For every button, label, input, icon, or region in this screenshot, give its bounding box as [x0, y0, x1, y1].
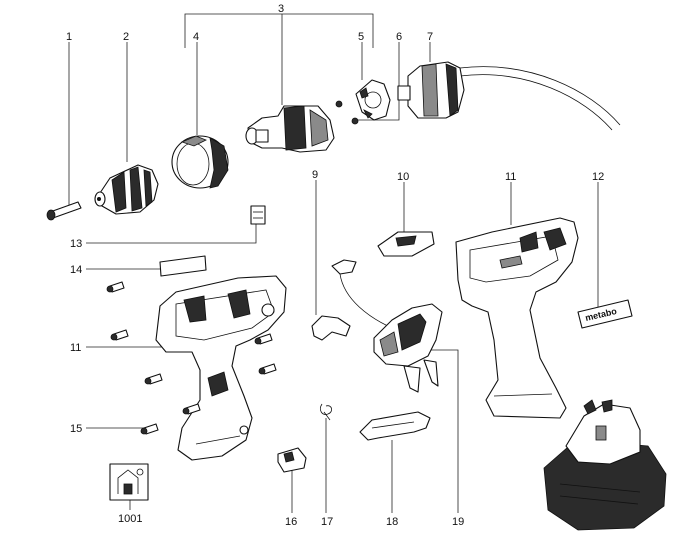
screw — [140, 423, 159, 435]
part-12-brand-label: metabo — [577, 299, 633, 329]
part-1-chuck-screw — [46, 201, 82, 221]
part-number-16: 16 — [285, 516, 297, 528]
part-number-labels: 1 2 3 4 5 6 7 9 10 11 12 13 14 11 15 100… — [66, 3, 604, 528]
part-19-switch-assembly — [373, 303, 443, 393]
part-number-11-housing-left: 11 — [70, 342, 81, 354]
part-13-contact-clip — [250, 205, 266, 225]
part-11-housing-left-half — [155, 275, 287, 461]
part-6-motor-screw — [351, 117, 359, 125]
part-14-type-label — [159, 255, 207, 277]
part-number-10: 10 — [397, 171, 409, 183]
part-number-5: 5 — [358, 31, 364, 43]
part-2-keyless-chuck — [94, 164, 159, 215]
part-number-18: 18 — [386, 516, 398, 528]
screw — [254, 333, 273, 345]
part-5-motor-plate — [355, 79, 391, 121]
part-16-battery-contact — [277, 447, 307, 473]
part-number-4: 4 — [193, 31, 199, 43]
battery-pack — [543, 399, 667, 531]
part-number-17: 17 — [321, 516, 333, 528]
screw — [182, 403, 201, 415]
screw — [110, 329, 129, 341]
part-3-gearbox — [245, 100, 343, 153]
part-18-belt-clip — [359, 411, 431, 441]
part-7-motor — [397, 61, 621, 131]
part-10-direction-switch — [377, 231, 435, 257]
part-number-13: 13 — [70, 238, 82, 250]
leader-lines — [68, 13, 599, 513]
part-11-housing-right-half — [455, 217, 579, 419]
part-number-15: 15 — [70, 423, 82, 435]
part-number-11-housing-right: 11 — [505, 171, 516, 183]
part-number-7: 7 — [427, 31, 433, 43]
part-number-2: 2 — [123, 31, 129, 43]
part-4-clutch-ring — [171, 135, 229, 189]
part-number-9: 9 — [312, 169, 318, 181]
screw — [258, 363, 277, 375]
part-number-3: 3 — [278, 3, 284, 15]
part-number-14: 14 — [70, 264, 82, 276]
screw — [106, 281, 125, 293]
part-number-19: 19 — [452, 516, 464, 528]
part-number-1001: 1001 — [118, 513, 142, 525]
part-number-6: 6 — [396, 31, 402, 43]
part-number-12: 12 — [592, 171, 604, 183]
part-17-spring-clip — [320, 403, 332, 421]
part-9-switch-lever — [311, 259, 393, 341]
part-15-housing-screws — [106, 281, 277, 435]
part-1001-info-pictogram — [109, 463, 149, 501]
part-number-1: 1 — [66, 31, 72, 43]
screw — [144, 373, 163, 385]
